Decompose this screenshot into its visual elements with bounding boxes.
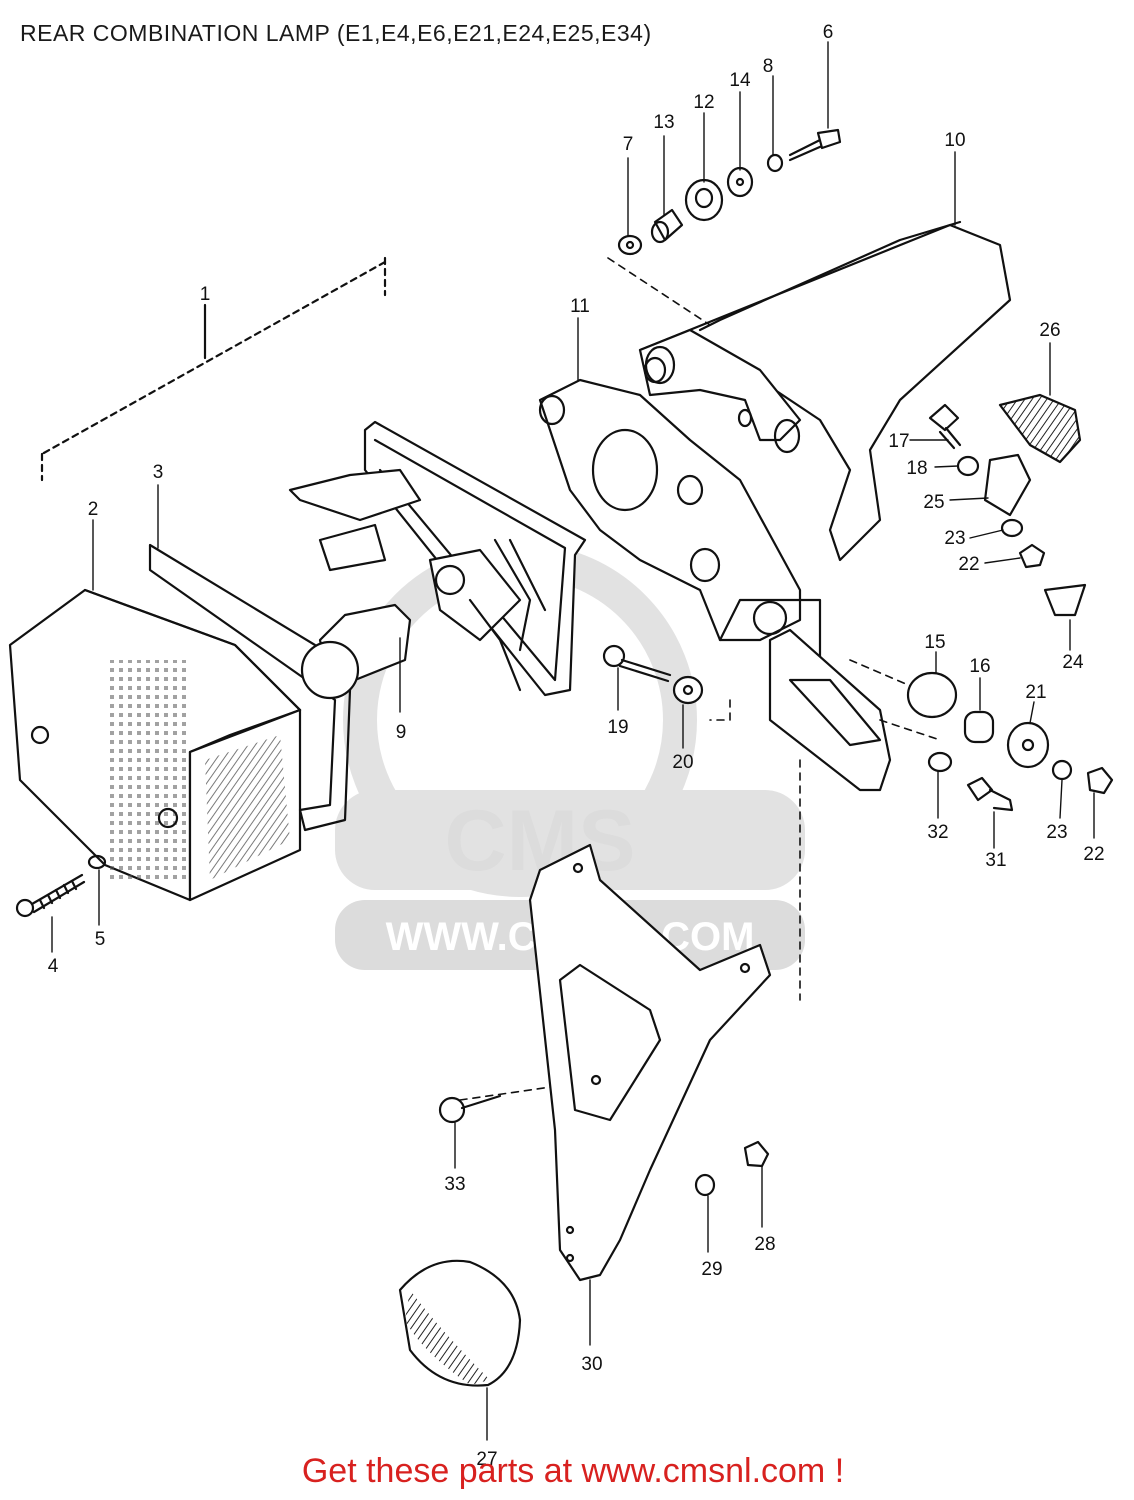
diagram-title: REAR COMBINATION LAMP (E1,E4,E6,E21,E24,… (20, 20, 652, 46)
callout-1: 1 (200, 284, 211, 305)
cushion-part-15 (906, 671, 958, 719)
callout-labels: 1 2 3 4 5 6 7 8 9 10 11 12 13 14 15 16 1… (48, 22, 1105, 1470)
washer-part-23-lower (1051, 759, 1073, 781)
bracket-part-11 (538, 356, 822, 702)
collar-part-16 (963, 710, 995, 744)
callout-27: 27 (476, 1449, 497, 1470)
lock-washer-part-8 (766, 153, 784, 173)
nut-part-22-lower (1086, 766, 1114, 795)
callout-18: 18 (906, 458, 927, 479)
callout-4: 4 (48, 956, 59, 977)
collar-part-13 (650, 208, 684, 244)
callout-6: 6 (823, 22, 834, 43)
washer-part-23-upper (1000, 518, 1024, 538)
washer-part-14 (726, 166, 754, 198)
callout-31: 31 (985, 850, 1006, 871)
callout-15: 15 (924, 632, 945, 653)
washer-part-7 (617, 234, 643, 256)
washer-part-32 (927, 751, 953, 773)
footer-link-text[interactable]: Get these parts at www.cmsnl.com ! (301, 1452, 845, 1490)
callout-23-upper: 23 (944, 528, 965, 549)
bolt-part-19 (602, 644, 672, 683)
callout-7: 7 (623, 134, 634, 155)
pin-part-33 (438, 1094, 502, 1124)
callout-9: 9 (396, 722, 407, 743)
nut-part-22-upper (1018, 543, 1046, 569)
callout-8: 8 (763, 56, 774, 77)
callout-33: 33 (444, 1174, 465, 1195)
callout-29: 29 (701, 1259, 722, 1280)
callout-12: 12 (693, 92, 714, 113)
callout-22-lower: 22 (1083, 844, 1104, 865)
callout-3: 3 (153, 462, 164, 483)
reflector-part-27 (398, 1259, 522, 1387)
bulb-part-9 (300, 603, 412, 700)
callout-17: 17 (888, 431, 909, 452)
license-plate-holder (768, 628, 892, 792)
callout-16: 16 (969, 656, 990, 677)
grommet-part-24 (1043, 583, 1087, 617)
callout-10: 10 (944, 130, 965, 151)
lens-part-2 (8, 588, 302, 902)
washer-part-29 (694, 1173, 716, 1197)
callout-22-upper: 22 (958, 554, 979, 575)
callout-13: 13 (653, 112, 674, 133)
bracket-part-25 (983, 453, 1032, 517)
callout-24: 24 (1062, 652, 1084, 673)
nut-part-28 (743, 1140, 770, 1168)
bushing-part-12 (684, 178, 724, 222)
screw-part-4 (15, 873, 86, 918)
washer-part-20 (672, 675, 704, 705)
callout-23-lower: 23 (1046, 822, 1067, 843)
washer-part-21 (1006, 721, 1050, 769)
reflector-part-26 (998, 393, 1082, 464)
callout-26: 26 (1039, 320, 1060, 341)
callout-11: 11 (570, 296, 590, 317)
callout-30: 30 (581, 1354, 602, 1375)
callout-32: 32 (927, 822, 948, 843)
callout-14: 14 (729, 70, 751, 91)
assembly-1-bracket (40, 256, 387, 482)
callout-19: 19 (607, 717, 628, 738)
callout-28: 28 (754, 1234, 775, 1255)
callout-21: 21 (1025, 682, 1046, 703)
callout-2: 2 (88, 499, 99, 520)
bolt-part-31 (966, 776, 1014, 812)
callout-5: 5 (95, 929, 106, 950)
bolt-part-17 (928, 403, 962, 450)
bracket-part-30 (528, 843, 772, 1282)
callout-25: 25 (923, 492, 944, 513)
callout-20: 20 (672, 752, 693, 773)
nut-part-18 (956, 455, 980, 477)
washer-part-5 (87, 854, 107, 870)
lamp-base (288, 420, 587, 697)
bracket-part-10 (638, 220, 1012, 562)
bolt-part-6 (788, 128, 842, 162)
